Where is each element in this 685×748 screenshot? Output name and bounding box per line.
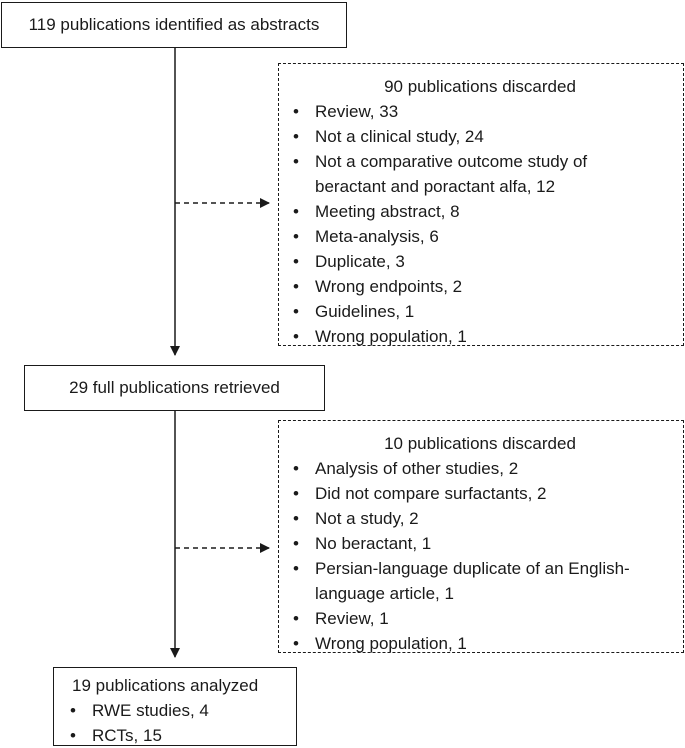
list-item: Not a study, 2 [287,506,673,531]
list-item: Not a clinical study, 24 [287,124,673,149]
list-item: Guidelines, 1 [287,299,673,324]
second-discarded-list: Analysis of other studies, 2 Did not com… [287,456,673,656]
analyzed-box: 19 publications analyzed RWE studies, 4 … [53,667,297,748]
list-item: RWE studies, 4 [64,698,288,723]
list-item: Wrong population, 1 [287,324,673,349]
list-item: Duplicate, 3 [287,249,673,274]
analyzed-title: 19 publications analyzed [72,676,259,695]
list-item: Not a comparative outcome study of berac… [287,149,673,199]
identified-title: 119 publications identified as abstracts [28,15,320,34]
list-item: RCTs, 15 [64,723,288,748]
list-item: Review, 33 [287,99,673,124]
list-item: Wrong endpoints, 2 [287,274,673,299]
list-item: Persian-language duplicate of an English… [287,556,673,606]
list-item: Meeting abstract, 8 [287,199,673,224]
first-discarded-list: Review, 33 Not a clinical study, 24 Not … [287,99,673,349]
analyzed-list: RWE studies, 4 RCTs, 15 [64,698,288,748]
retrieved-title: 29 full publications retrieved [69,378,280,397]
second-discarded-title: 10 publications discarded [384,434,576,453]
identified-box: 119 publications identified as abstracts [1,2,347,48]
retrieved-box: 29 full publications retrieved [24,365,325,411]
first-discarded-title: 90 publications discarded [384,77,576,96]
list-item: Analysis of other studies, 2 [287,456,673,481]
list-item: Did not compare surfactants, 2 [287,481,673,506]
list-item: Wrong population, 1 [287,631,673,656]
first-discarded-box: 90 publications discarded Review, 33 Not… [278,63,684,349]
list-item: Review, 1 [287,606,673,631]
list-item: Meta-analysis, 6 [287,224,673,249]
second-discarded-box: 10 publications discarded Analysis of ot… [278,420,684,656]
list-item: No beractant, 1 [287,531,673,556]
